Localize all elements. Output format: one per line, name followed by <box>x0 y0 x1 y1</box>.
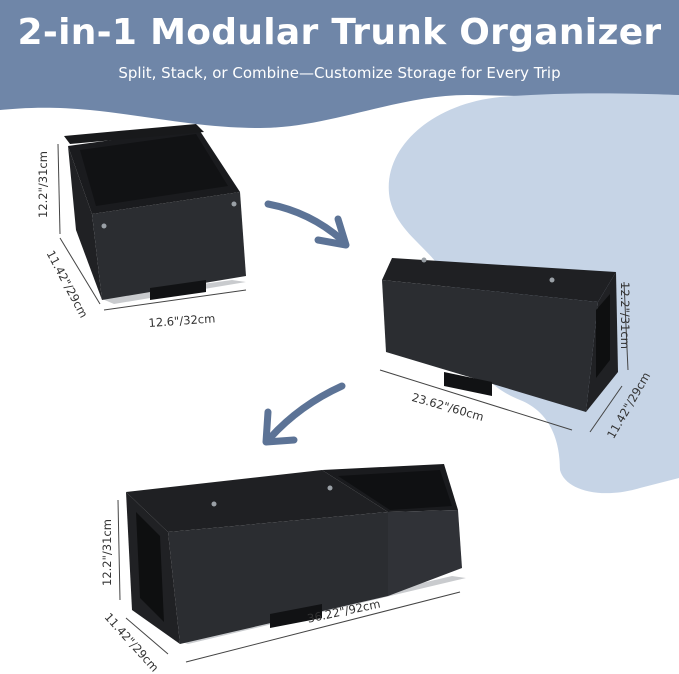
page-title: 2-in-1 Modular Trunk Organizer <box>17 12 662 53</box>
large-dimension-lines <box>117 499 461 663</box>
small-dimension-lines <box>57 143 247 311</box>
large-height-label: 12.2"/31cm <box>100 519 114 586</box>
small-organizer-image <box>64 124 246 304</box>
small-height-label: 12.2"/31cm <box>36 151 50 218</box>
large-organizer-image <box>126 464 466 644</box>
header-band <box>0 0 679 128</box>
medium-height-label: 12.2"/31cm <box>618 282 632 349</box>
arrow-icon-2 <box>262 382 346 446</box>
page-subtitle: Split, Stack, or Combine—Customize Stora… <box>118 64 561 82</box>
medium-dimension-lines <box>379 281 629 433</box>
arrow-icon-1 <box>264 200 350 249</box>
medium-organizer-image <box>382 257 618 412</box>
